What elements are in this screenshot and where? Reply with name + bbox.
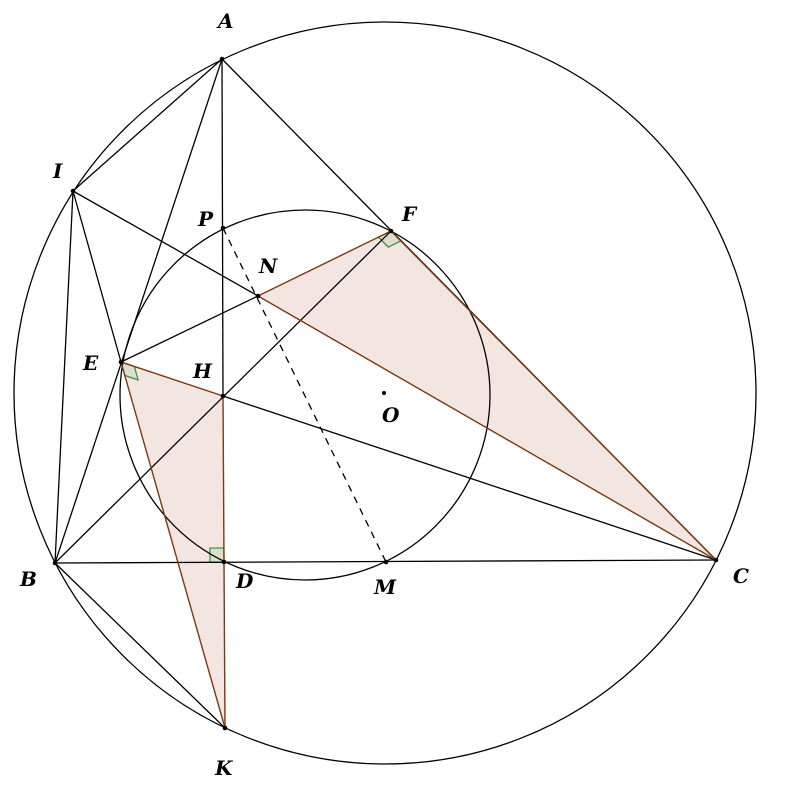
point-P [220,225,226,231]
point-H [220,393,226,399]
segment-AB [54,58,223,564]
point-label-K: K [214,756,234,780]
triangle-NFC-edge [257,230,392,297]
point-A [219,56,225,62]
point-M [383,559,389,565]
points [52,56,719,731]
point-label-P: P [197,207,214,231]
segment-IB [54,190,74,564]
dashed-segments [222,227,387,563]
labels: A B C I P N F E H O D M K [19,9,749,780]
triangle-NFC-fill [258,231,716,560]
point-D [221,559,227,565]
point-label-N: N [258,254,278,278]
segment-HC [222,395,717,561]
segment-BK [54,562,226,729]
point-label-O: O [382,403,400,427]
point-C [713,557,719,563]
point-K [222,725,228,731]
point-label-E: E [82,351,99,375]
point-F [388,228,394,234]
point-B [52,560,58,566]
nine-point-circle [119,209,491,581]
point-label-H: H [192,359,213,383]
segment-IN [72,190,259,297]
point-label-A: A [216,9,234,33]
point-O [382,391,386,395]
shaded-triangles [121,231,716,728]
segment-AI [72,58,223,192]
circles [13,21,757,765]
point-label-D: D [235,569,254,593]
point-label-M: M [373,575,397,599]
triangle-EHK-edge [120,361,224,397]
point-label-B: B [19,567,37,591]
triangle-EHK-edge [120,361,226,729]
triangle-edges [120,230,717,729]
point-E [118,359,124,365]
point-I [70,188,76,194]
point-label-F: F [401,202,418,226]
point-label-C: C [733,564,749,588]
triangle-NFC-edge [257,295,717,561]
segment-EN [120,295,259,363]
point-label-I: I [52,159,63,183]
dashed-segment-PM [222,227,387,563]
point-N [255,293,261,299]
circumcircle [13,21,757,765]
triangle-NFC-edge [390,230,717,561]
segment-IE [72,190,122,363]
